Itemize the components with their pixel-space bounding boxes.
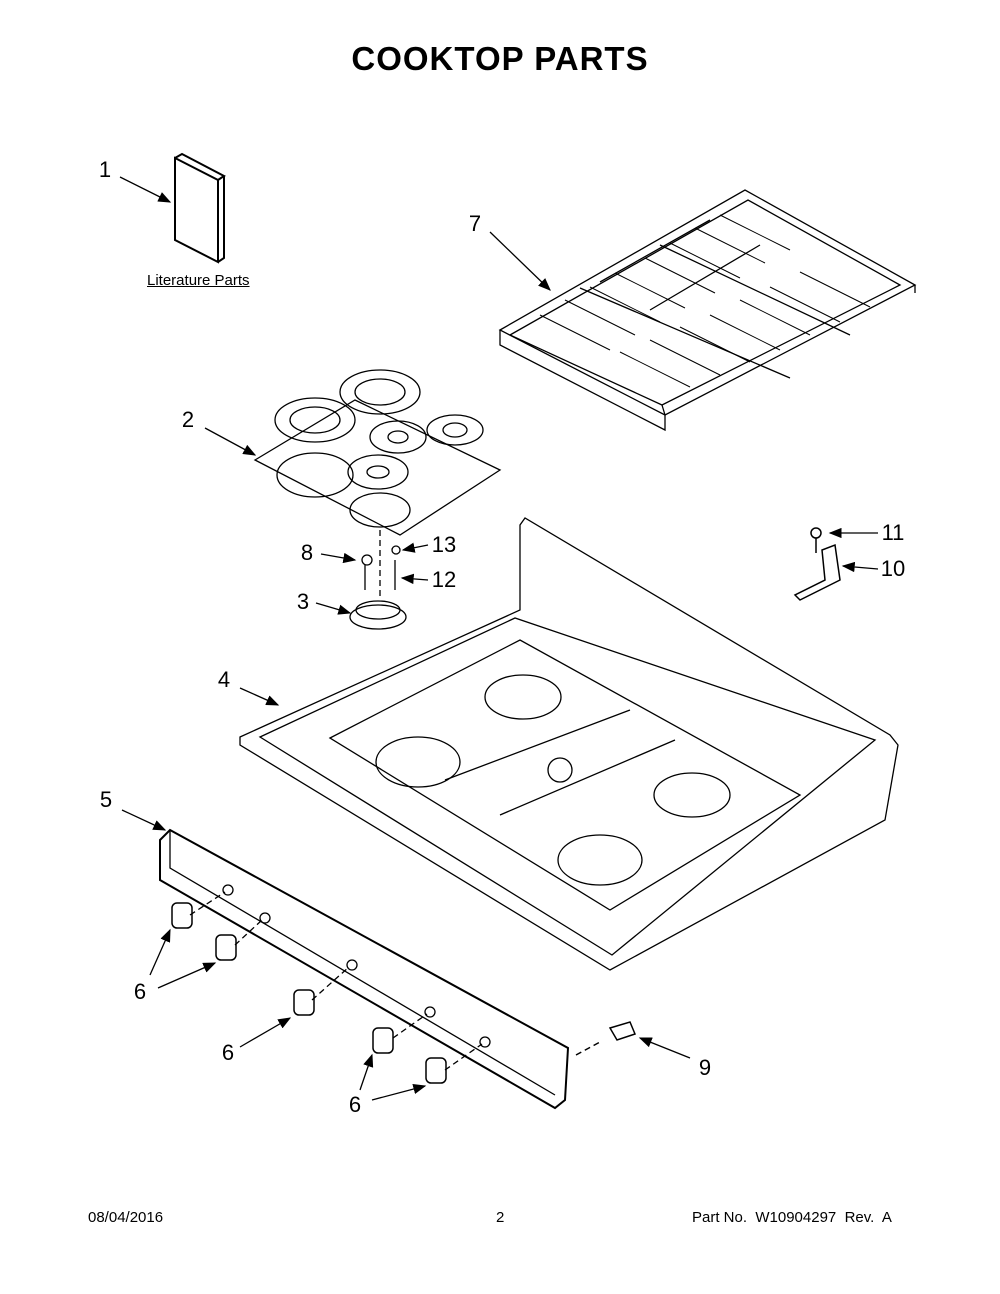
- callout-5: 5: [99, 787, 113, 812]
- callout-7: 7: [468, 211, 482, 236]
- burner-cover-plate: [253, 369, 502, 536]
- callout-11: 11: [881, 520, 905, 545]
- footer-part-number: Part No. W10904297 Rev. A: [692, 1209, 892, 1226]
- callout-9: 9: [698, 1055, 712, 1080]
- callout-6: 6: [221, 1040, 235, 1065]
- callout-4: 4: [217, 667, 231, 692]
- leader-arrows: [119, 176, 879, 1101]
- callout-3: 3: [296, 589, 310, 614]
- control-panel: [159, 828, 570, 1110]
- cooktop-main-top: [239, 517, 899, 971]
- burner-assembly: [349, 530, 407, 630]
- page-title: COOKTOP PARTS: [351, 40, 649, 77]
- callout-6: 6: [133, 979, 147, 1004]
- callout-2: 2: [181, 407, 195, 432]
- callout-8: 8: [300, 540, 314, 565]
- footer-date: 08/04/2016: [88, 1209, 164, 1226]
- cooktop-grate: [498, 189, 917, 432]
- callout-12: 12: [431, 567, 457, 592]
- callout-13: 13: [431, 532, 457, 557]
- literature-parts-label: Literature Parts: [147, 272, 250, 289]
- control-knobs: [189, 891, 483, 1071]
- literature-book: [174, 152, 226, 264]
- callout-10: 10: [880, 556, 906, 581]
- callout-1: 1: [98, 157, 112, 182]
- footer-page-number: 2: [496, 1209, 505, 1226]
- callout-6: 6: [348, 1092, 362, 1117]
